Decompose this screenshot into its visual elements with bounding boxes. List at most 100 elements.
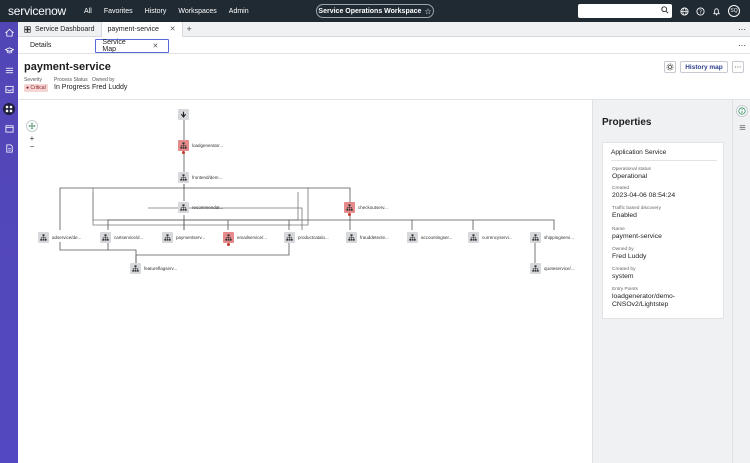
hierarchy-icon xyxy=(164,234,171,241)
workspace-title: Service Operations Workspace xyxy=(318,7,422,15)
service-node-recommend[interactable]: recommendat... xyxy=(178,202,223,213)
nav-workspaces[interactable]: Workspaces xyxy=(178,7,217,15)
settings-button[interactable] xyxy=(664,61,676,73)
map-connections xyxy=(59,120,555,263)
service-node-paymentserv[interactable]: paymentserv... xyxy=(162,232,205,243)
service-node-quote[interactable]: quoteservice/... xyxy=(530,263,575,274)
node-box xyxy=(130,263,141,274)
node-box xyxy=(178,172,189,183)
service-node-adservice[interactable]: adservice/de... xyxy=(38,232,81,243)
node-label: quoteservice/... xyxy=(544,266,575,271)
properties-title: Properties xyxy=(602,117,652,128)
nav-all[interactable]: All xyxy=(84,7,92,15)
inbox-icon[interactable] xyxy=(3,83,15,95)
info-icon[interactable] xyxy=(736,105,748,117)
service-node-currency[interactable]: currencyservi... xyxy=(468,232,513,243)
severity-badge: ● Critical xyxy=(24,84,48,92)
node-label: accountingser... xyxy=(421,235,453,240)
prop-value: system xyxy=(612,273,634,280)
nav-history[interactable]: History xyxy=(144,7,167,15)
close-icon[interactable]: ✕ xyxy=(169,26,176,33)
hierarchy-icon xyxy=(346,204,353,211)
node-label: productcatalo... xyxy=(298,235,329,240)
properties-panel: Properties Application Service Operation… xyxy=(592,100,732,463)
history-map-button[interactable]: History map xyxy=(680,61,728,73)
zoom-out-button[interactable]: − xyxy=(29,142,35,151)
service-node-accounting[interactable]: accountingser... xyxy=(407,232,453,243)
more-icon[interactable]: ⋯ xyxy=(738,41,746,50)
global-search-input[interactable] xyxy=(578,4,672,18)
service-node-featureflag[interactable]: featureflagserv... xyxy=(130,263,177,274)
service-node-shipping[interactable]: shippingservi... xyxy=(530,232,574,243)
prop-label: Operational status xyxy=(612,167,651,172)
svg-text:?: ? xyxy=(699,9,702,15)
list-icon[interactable] xyxy=(3,64,15,76)
document-icon[interactable] xyxy=(3,142,15,154)
status-label: Process Status xyxy=(54,77,88,83)
list-icon[interactable] xyxy=(736,121,748,133)
more-actions-button[interactable]: ⋯ xyxy=(732,61,744,73)
subtab-service-map[interactable]: Service Map ✕ xyxy=(95,38,170,53)
service-node-cartservice[interactable]: cartservice/d... xyxy=(100,232,143,243)
graduation-cap-icon[interactable] xyxy=(3,44,15,56)
status-value: In Progress xyxy=(54,84,90,91)
node-box xyxy=(468,232,479,243)
service-node-productcat[interactable]: productcatalo... xyxy=(284,232,329,243)
hierarchy-icon xyxy=(532,265,539,272)
node-label: checkoutserv... xyxy=(358,205,388,210)
service-node-frontend[interactable]: frontend/dem... xyxy=(178,172,222,183)
prop-label: Entry Points xyxy=(612,287,638,292)
globe-icon[interactable] xyxy=(680,6,689,16)
prop-label: Name xyxy=(612,227,625,232)
arrow-down-icon xyxy=(180,111,187,118)
subtab-details[interactable]: Details xyxy=(20,39,61,53)
hierarchy-icon xyxy=(180,204,187,211)
workspace-switcher[interactable]: Service Operations Workspace ☆ xyxy=(316,4,434,18)
node-box xyxy=(284,232,295,243)
more-icon[interactable]: ⋯ xyxy=(738,25,746,34)
service-node-emailservice[interactable]: emailservice/... xyxy=(223,232,267,246)
close-icon[interactable]: ✕ xyxy=(152,42,159,50)
nav-admin[interactable]: Admin xyxy=(228,7,249,15)
help-icon[interactable]: ? xyxy=(696,6,705,16)
add-tab-button[interactable]: + xyxy=(186,24,192,34)
search-icon xyxy=(661,6,669,14)
gear-icon xyxy=(666,63,674,71)
service-map-icon[interactable] xyxy=(3,103,15,115)
tab-label: Service Dashboard xyxy=(35,25,95,33)
zoom-in-button[interactable]: + xyxy=(29,134,35,143)
hierarchy-icon xyxy=(180,174,187,181)
home-icon[interactable] xyxy=(3,26,15,38)
prop-value: Enabled xyxy=(612,212,637,219)
prop-label: Owned by xyxy=(612,247,634,252)
node-label: adservice/de... xyxy=(52,235,82,240)
properties-card: Application Service Operational status O… xyxy=(602,142,724,319)
tab-service-dashboard[interactable]: Service Dashboard xyxy=(18,22,101,37)
service-map-canvas[interactable]: + − loadgenerator... frontend/dem... recom… xyxy=(18,100,592,463)
subtab-label: Service Map xyxy=(102,38,126,53)
hierarchy-icon xyxy=(532,234,539,241)
service-node-checkout[interactable]: checkoutserv... xyxy=(344,202,388,216)
tab-payment-service[interactable]: payment-service ✕ xyxy=(100,21,183,37)
bell-icon[interactable] xyxy=(712,7,721,16)
card-title: Application Service xyxy=(611,149,667,156)
severity-value: Critical xyxy=(30,85,46,91)
calendar-icon[interactable] xyxy=(3,122,15,134)
user-avatar[interactable]: SQ xyxy=(728,5,740,17)
star-icon[interactable]: ☆ xyxy=(424,6,432,16)
subtab-label: Details xyxy=(30,42,52,49)
service-node-frauddetect[interactable]: frauddetecte... xyxy=(346,232,389,243)
servicenow-logo[interactable]: servicenow xyxy=(8,4,67,18)
service-node-loadgen[interactable]: loadgenerator... xyxy=(178,140,223,154)
pan-control[interactable] xyxy=(26,120,38,132)
hierarchy-icon xyxy=(180,142,187,149)
node-box xyxy=(178,202,189,213)
move-icon xyxy=(28,122,36,130)
entry-point-node[interactable] xyxy=(178,109,189,120)
workspace-tab-bar: Service Dashboard payment-service ✕ + ⋯ xyxy=(18,21,750,37)
prop-value: 2023-04-06 08:54:24 xyxy=(612,192,676,199)
nav-favorites[interactable]: Favorites xyxy=(103,7,133,15)
top-navigation-bar: servicenow All Favorites History Workspa… xyxy=(0,0,750,22)
record-tab-bar: Details Service Map ✕ ⋯ xyxy=(18,38,750,54)
right-side-rail xyxy=(732,100,750,463)
